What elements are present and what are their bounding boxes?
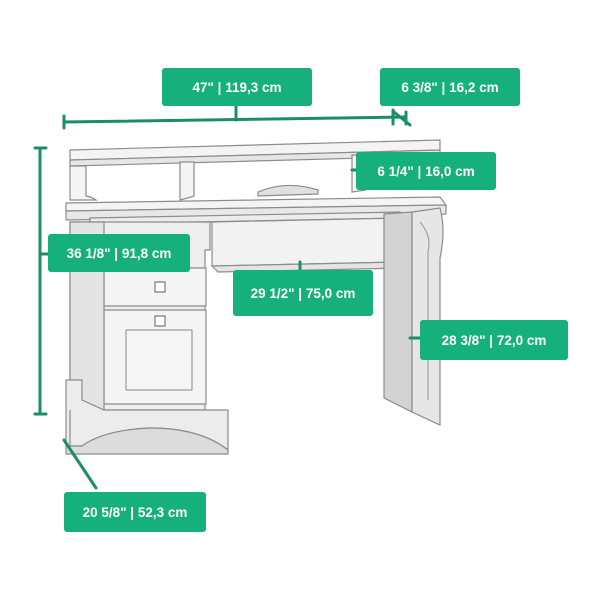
hutch-height-label: 6 1/4" | 16,0 cm: [356, 152, 496, 190]
hutch-depth-label: 6 3/8" | 16,2 cm: [380, 68, 520, 106]
dimension-lines: [33, 104, 422, 490]
overall-height-label: 36 1/8" | 91,8 cm: [48, 234, 190, 272]
overall-width-label: 47" | 119,3 cm: [162, 68, 312, 106]
desk-top: [65, 196, 448, 225]
overall-depth-label: 20 5/8" | 52,3 cm: [64, 492, 206, 532]
right-leg: [383, 207, 444, 426]
desk-height-label: 28 3/8" | 72,0 cm: [420, 320, 568, 360]
knee-height-label: 29 1/2" | 75,0 cm: [233, 270, 373, 316]
keyboard-tray: [210, 217, 406, 273]
